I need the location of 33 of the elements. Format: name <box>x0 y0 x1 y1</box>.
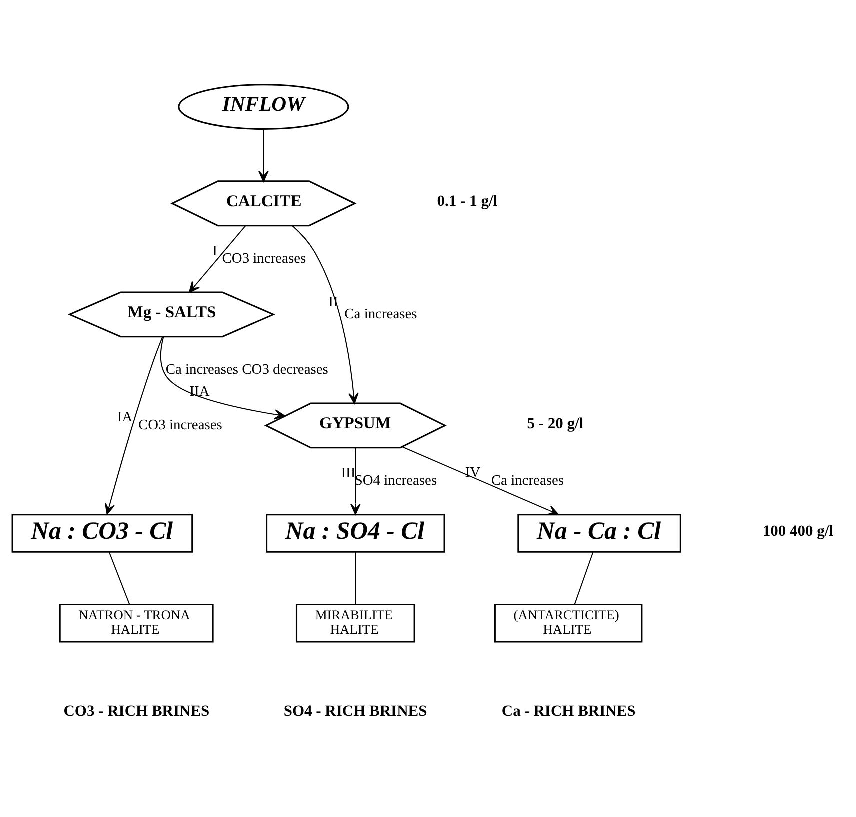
node-box: NATRON - TRONA HALITE <box>59 604 214 643</box>
arrow <box>292 225 359 404</box>
arrow <box>160 336 286 420</box>
node-label: Ca - RICH BRINES <box>502 702 636 720</box>
label: IIA <box>190 384 210 400</box>
label: IV <box>465 465 481 482</box>
label: 100 400 g/l <box>762 523 834 540</box>
edge-label: CO3 increases <box>138 418 222 434</box>
connector <box>574 552 594 605</box>
node-label: CO3 - RICH BRINES <box>64 702 210 720</box>
arrow <box>350 448 361 516</box>
edge-label: SO4 increases <box>354 473 438 490</box>
label: 0.1 - 1 g/l <box>437 193 498 210</box>
arrow <box>104 336 164 515</box>
connector <box>108 552 130 605</box>
connector <box>355 552 356 605</box>
arrow <box>258 129 269 182</box>
node-box: Na : SO4 - Cl <box>266 514 446 553</box>
node-box: MIRABILITE HALITE <box>296 604 416 643</box>
node-ellipse: INFLOW <box>178 84 350 130</box>
arrow <box>188 225 246 294</box>
edge-label: Ca increases <box>491 473 564 490</box>
node-box: (ANTARCTICITE) HALITE <box>494 604 643 643</box>
edge-label: CO3 increases <box>222 250 306 267</box>
edge-label: Ca increases CO3 decreases <box>166 362 328 378</box>
edge-label: Ca increases <box>344 306 418 322</box>
node-label: SO4 - RICH BRINES <box>284 702 428 720</box>
arrow <box>402 446 560 516</box>
node-box: Na : CO3 - Cl <box>12 514 194 553</box>
node-box: Na - Ca : Cl <box>518 514 682 553</box>
label: IA <box>117 409 133 426</box>
label: I <box>212 243 218 260</box>
label: 5 - 20 g/l <box>527 415 584 432</box>
